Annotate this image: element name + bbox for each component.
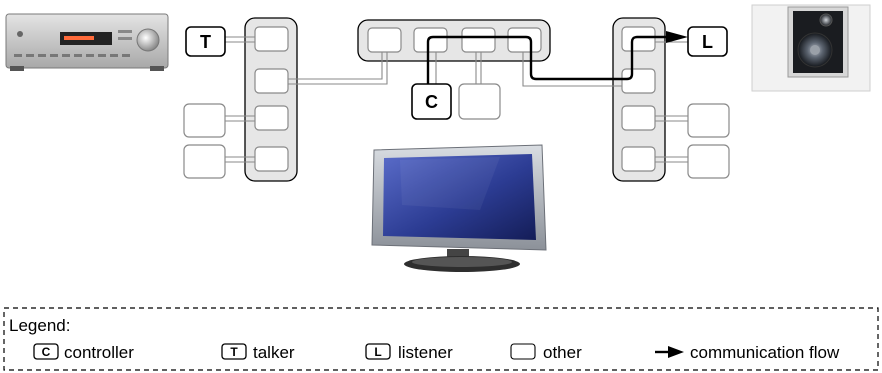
flow-arrowhead xyxy=(666,31,688,43)
center-switch xyxy=(357,19,551,62)
legend-title: Legend: xyxy=(9,316,70,335)
center-switch-port-4 xyxy=(507,27,542,53)
legend-item-controller: C controller xyxy=(33,343,134,362)
speaker-icon xyxy=(751,4,871,92)
center-switch-port-3 xyxy=(461,27,496,53)
legend-item-communication-flow: communication flow xyxy=(655,343,840,362)
talker-label: T xyxy=(200,32,211,52)
center-switch-port-1 xyxy=(367,27,402,53)
listener-label: L xyxy=(702,32,713,52)
av-receiver-icon xyxy=(5,13,169,71)
left-switch-port-2 xyxy=(254,68,289,94)
right-switch-port-1 xyxy=(621,26,656,52)
other-node xyxy=(687,144,730,179)
right-switch-port-2 xyxy=(621,68,656,94)
controller-label: C xyxy=(425,92,438,112)
legend-listener-icon: L xyxy=(374,345,381,359)
legend-listener-label: listener xyxy=(398,343,453,362)
other-node xyxy=(687,103,730,138)
legend-talker-label: talker xyxy=(253,343,295,362)
left-switch xyxy=(244,17,298,182)
legend-talker-icon: T xyxy=(230,345,238,359)
controller-node: C xyxy=(411,83,452,120)
legend-other-icon xyxy=(510,343,536,360)
other-node xyxy=(458,83,501,120)
center-switch-port-2 xyxy=(413,27,448,53)
legend-controller-label: controller xyxy=(64,343,134,362)
left-switch-port-4 xyxy=(254,146,289,172)
legend-controller-icon: C xyxy=(42,345,51,359)
legend-other-label: other xyxy=(543,343,582,362)
left-switch-port-3 xyxy=(254,105,289,131)
legend-item-talker: T talker xyxy=(221,343,295,362)
other-node xyxy=(183,103,226,138)
communication-flow-path xyxy=(426,35,668,84)
legend-item-other: other xyxy=(510,343,582,362)
legend: Legend: C controller T talker L listener… xyxy=(3,307,879,371)
arrow-icon xyxy=(655,346,684,358)
legend-item-listener: L listener xyxy=(365,343,453,362)
talker-node: T xyxy=(185,26,226,57)
right-switch-port-4 xyxy=(621,146,656,172)
legend-flow-label: communication flow xyxy=(690,343,840,362)
flat-tv-icon xyxy=(371,144,547,272)
listener-node: L xyxy=(687,26,728,57)
other-node xyxy=(183,144,226,179)
right-switch xyxy=(612,17,666,182)
left-switch-port-1 xyxy=(254,26,289,52)
right-switch-port-3 xyxy=(621,105,656,131)
network-links xyxy=(225,36,688,163)
